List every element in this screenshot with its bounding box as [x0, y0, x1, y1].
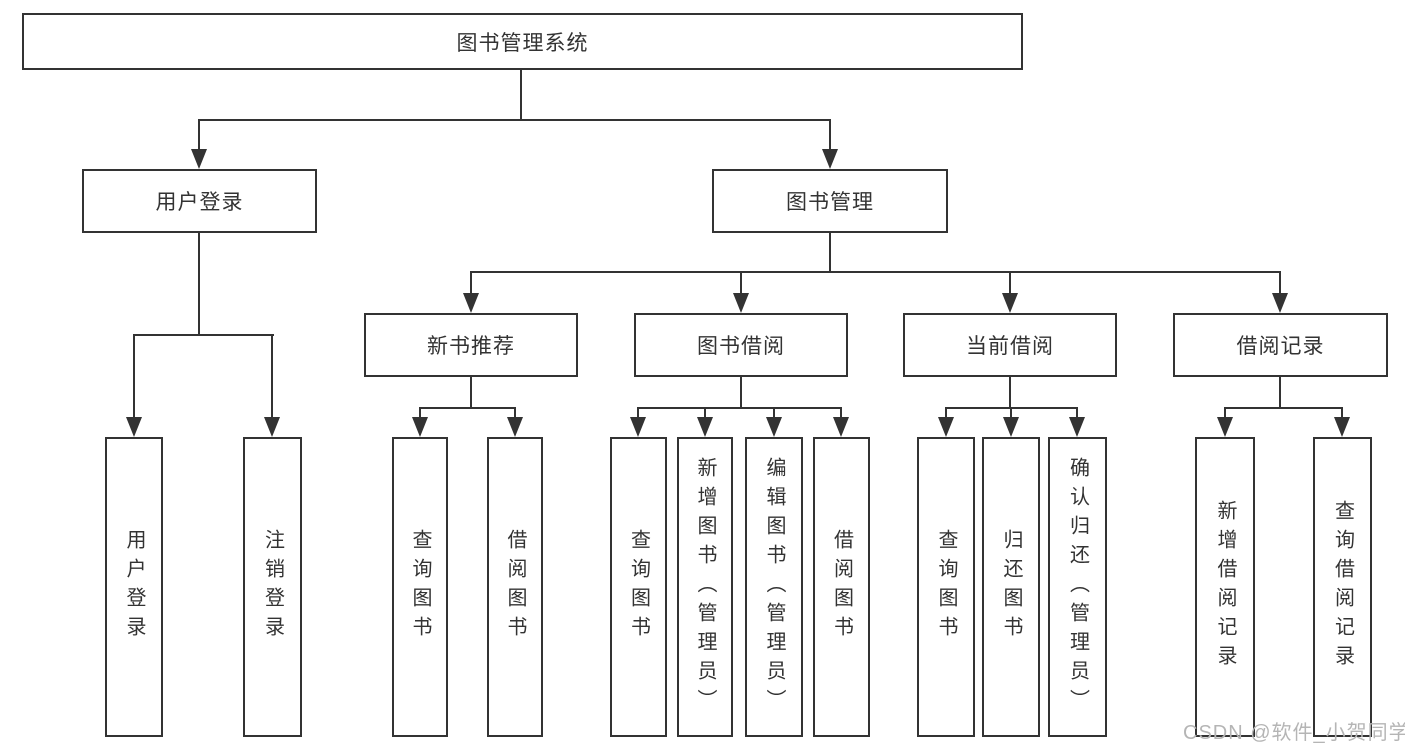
connector-arrow-shaft	[637, 407, 639, 419]
arrowhead-icon	[833, 417, 849, 437]
leaf-logout: 注销登录	[243, 437, 302, 737]
leaf-confirm-return-admin: 确认归还（管理员）	[1048, 437, 1107, 737]
leaf-edit-books-admin: 编辑图书（管理员）	[745, 437, 803, 737]
node-current-borrowing: 当前借阅	[903, 313, 1117, 377]
connector-arrow-shaft	[829, 119, 831, 150]
connector-arrow-shaft	[133, 334, 135, 418]
leaf-query-borrow-record: 查询借阅记录	[1313, 437, 1372, 737]
arrowhead-icon	[1069, 417, 1085, 437]
arrowhead-icon	[1002, 293, 1018, 313]
arrowhead-icon	[1334, 417, 1350, 437]
connector-book-mgmt-stub	[829, 233, 831, 271]
connector-arrow-shaft	[514, 407, 516, 419]
connector-arrow-shaft	[419, 407, 421, 419]
connector-arrow-shaft	[945, 407, 947, 419]
leaf-user-login: 用户登录	[105, 437, 163, 737]
connector-arrow-shaft	[1009, 271, 1011, 295]
connector-arrow-shaft	[1010, 407, 1012, 419]
arrowhead-icon	[126, 417, 142, 437]
leaf-query-books-borrowing: 查询图书	[610, 437, 667, 737]
connector-book-mgmt-rail	[470, 271, 1281, 273]
connector-arrow-shaft	[1076, 407, 1078, 419]
connector-user-login-rail	[133, 334, 274, 336]
connector-arrow-shaft	[773, 407, 775, 419]
leaf-query-books-current: 查询图书	[917, 437, 975, 737]
leaf-add-borrow-record: 新增借阅记录	[1195, 437, 1255, 737]
connector-arrow-shaft	[1224, 407, 1226, 419]
connector-rail	[1224, 407, 1343, 409]
node-book-management: 图书管理	[712, 169, 948, 233]
arrowhead-icon	[412, 417, 428, 437]
arrowhead-icon	[1272, 293, 1288, 313]
arrowhead-icon	[938, 417, 954, 437]
connector-stub	[470, 377, 472, 407]
arrowhead-icon	[630, 417, 646, 437]
arrowhead-icon	[1003, 417, 1019, 437]
connector-stub	[1009, 377, 1011, 407]
arrowhead-icon	[822, 149, 838, 169]
node-borrowing-records: 借阅记录	[1173, 313, 1388, 377]
node-user-login: 用户登录	[82, 169, 317, 233]
arrowhead-icon	[191, 149, 207, 169]
connector-rail	[637, 407, 842, 409]
arrowhead-icon	[766, 417, 782, 437]
arrowhead-icon	[1217, 417, 1233, 437]
arrowhead-icon	[463, 293, 479, 313]
arrowhead-icon	[697, 417, 713, 437]
connector-root-rail	[198, 119, 831, 121]
node-book-borrowing: 图书借阅	[634, 313, 848, 377]
connector-arrow-shaft	[1341, 407, 1343, 419]
arrowhead-icon	[264, 417, 280, 437]
connector-stub	[1279, 377, 1281, 407]
leaf-return-books: 归还图书	[982, 437, 1040, 737]
connector-root-stub	[520, 70, 522, 119]
connector-arrow-shaft	[740, 271, 742, 295]
leaf-borrow-books: 借阅图书	[813, 437, 870, 737]
leaf-query-books-recommend: 查询图书	[392, 437, 448, 737]
connector-arrow-shaft	[840, 407, 842, 419]
connector-arrow-shaft	[271, 334, 273, 418]
arrowhead-icon	[733, 293, 749, 313]
leaf-borrow-books-recommend: 借阅图书	[487, 437, 543, 737]
connector-user-login-stub	[198, 233, 200, 336]
csdn-watermark: CSDN @软件_小贺同学	[1183, 722, 1405, 744]
connector-stub	[740, 377, 742, 407]
connector-arrow-shaft	[1279, 271, 1281, 295]
node-library-management-system: 图书管理系统	[22, 13, 1023, 70]
leaf-add-books-admin: 新增图书（管理员）	[677, 437, 733, 737]
connector-rail	[419, 407, 516, 409]
node-new-book-recommend: 新书推荐	[364, 313, 578, 377]
connector-arrow-shaft	[470, 271, 472, 295]
connector-arrow-shaft	[198, 119, 200, 150]
connector-arrow-shaft	[704, 407, 706, 419]
arrowhead-icon	[507, 417, 523, 437]
